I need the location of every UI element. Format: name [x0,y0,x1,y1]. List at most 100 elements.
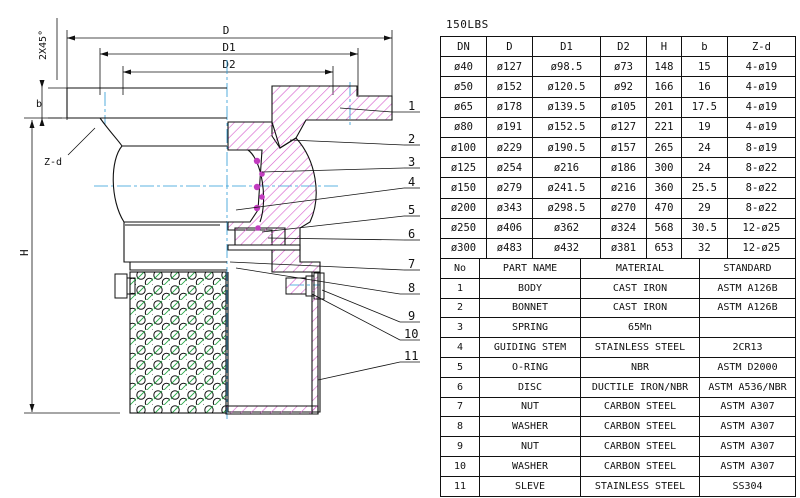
table-cell: NUT [479,436,581,457]
dim-D2-label: D2 [222,58,235,71]
table-cell: ø150 [440,177,487,199]
table-cell: ø298.5 [531,197,602,219]
callout-numbers: 1 2 3 4 5 6 7 8 9 10 11 [404,99,418,363]
callout-1: 1 [408,99,415,113]
table-cell: 2CR13 [699,337,796,358]
header-cell: H [645,35,682,58]
table-cell: ø300 [440,237,487,260]
table-cell: 32 [680,237,728,260]
dimension-arrows [29,35,392,412]
table-cell: 5 [440,356,480,378]
table-cell: SPRING [479,317,581,339]
table-cell: 24 [680,136,728,159]
table-cell: CARBON STEEL [580,416,700,438]
table-cell: ø92 [600,76,647,98]
table-cell: NBR [580,356,700,378]
header-cell: PART NAME [479,258,581,279]
table-cell: 148 [645,56,682,78]
table-cell: ø186 [600,157,647,179]
table-cell: 265 [645,136,682,159]
header-cell: D1 [531,35,602,58]
parts-header-row: No PART NAME MATERIAL STANDARD [440,258,796,279]
dimension-lines [24,18,393,414]
table-cell: 12-ø25 [726,237,797,260]
table-cell: 360 [645,177,682,199]
table-cell: 4-ø19 [726,96,797,118]
table-cell: DUCTILE IRON/NBR [580,376,700,398]
table-cell: 19 [680,116,728,138]
table-cell: ø50 [440,76,487,98]
table-cell: CARBON STEEL [580,436,700,457]
table-cell: BODY [479,277,581,299]
table-cell: 4-ø19 [726,76,797,98]
table-cell: BONNET [479,297,581,319]
header-cell: DN [440,35,487,58]
table-cell: 7 [440,396,480,418]
callout-10: 10 [404,327,418,341]
table-cell: 12-ø25 [726,217,797,239]
dim-H-label: H [18,249,31,256]
table-cell: ø250 [440,217,487,239]
table-cell: ø216 [531,157,602,179]
table-cell: ø152.5 [531,116,602,138]
table-cell: 1 [440,277,480,299]
table-cell: ASTM A307 [699,436,796,457]
table-cell: 17.5 [680,96,728,118]
dimension-header-row: DN D D1 D2 H b Z-d [440,35,797,58]
table-cell: 11 [440,475,480,497]
table-cell: 3 [440,317,480,339]
header-cell: D [485,35,533,58]
table-cell: ø190.5 [531,136,602,159]
dim-D-label: D [223,24,230,37]
table-cell: 653 [645,237,682,260]
table-cell: 16 [680,76,728,98]
table-cell: 8-ø22 [726,157,797,179]
table-cell: ø191 [485,116,533,138]
table-cell: WASHER [479,416,581,438]
table-cell: ø98.5 [531,56,602,78]
table-cell: STAINLESS STEEL [580,337,700,358]
table-cell: ASTM A307 [699,396,796,418]
table-cell: 2 [440,297,480,319]
table-cell: 15 [680,56,728,78]
valve-section-drawing: D D1 D2 2X45° b Z-d H [18,18,420,420]
table-cell: NUT [479,396,581,418]
table-cell: ø483 [485,237,533,260]
table-cell: ø100 [440,136,487,159]
spring [253,157,265,231]
table-cell: 201 [645,96,682,118]
table-cell: CARBON STEEL [580,396,700,418]
callout-2: 2 [408,132,415,146]
table-cell: 8-ø19 [726,136,797,159]
table-cell: CAST IRON [580,277,700,299]
table-cell: ø406 [485,217,533,239]
header-cell: b [680,35,728,58]
table-cell: ø40 [440,56,487,78]
table-cell: 568 [645,217,682,239]
callout-4: 4 [408,175,415,189]
callout-8: 8 [408,281,415,295]
table-cell: 8 [440,416,480,438]
table-cell: 65Mn [580,317,700,339]
table-cell: ø362 [531,217,602,239]
table-cell: 470 [645,197,682,219]
table-cell: ø381 [600,237,647,260]
callout-11: 11 [404,349,418,363]
dim-D1-label: D1 [222,41,235,54]
